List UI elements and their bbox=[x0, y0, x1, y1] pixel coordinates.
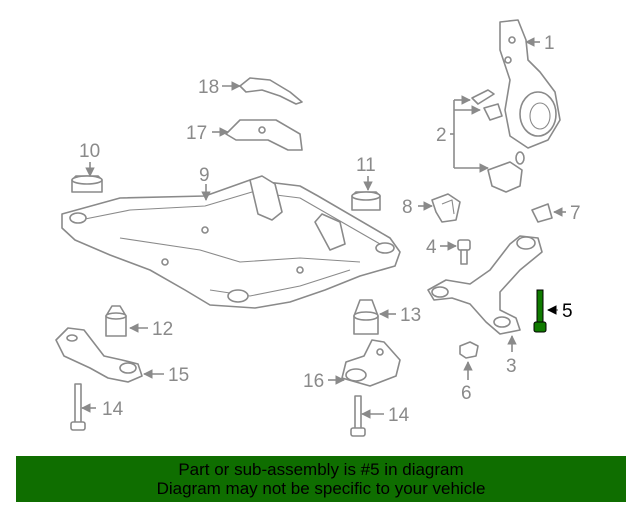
insulator-part-10 bbox=[71, 175, 103, 193]
callout-5: 5 bbox=[562, 301, 573, 322]
callout-14b: 14 bbox=[388, 405, 410, 426]
parts-diagram: 1 2 3 4 5 6 7 8 9 10 11 12 13 14 15 16 1… bbox=[55, 19, 581, 437]
mount-part-12 bbox=[105, 305, 127, 337]
bracket-part-15 bbox=[55, 327, 143, 383]
bolt-part-14b bbox=[350, 395, 366, 437]
callout-4: 4 bbox=[426, 237, 437, 258]
bracket-part-16 bbox=[341, 339, 401, 387]
callout-14a: 14 bbox=[102, 399, 124, 420]
callout-11: 11 bbox=[356, 155, 376, 176]
callout-10: 10 bbox=[79, 141, 100, 162]
callout-13: 13 bbox=[400, 305, 421, 326]
nut-part-6 bbox=[459, 341, 479, 359]
callout-16: 16 bbox=[303, 371, 324, 392]
bracket-part-18 bbox=[239, 77, 303, 105]
banner-line-1: Part or sub-assembly is #5 in diagram bbox=[178, 460, 464, 479]
callout-15: 15 bbox=[168, 365, 189, 386]
vehicle-fit-banner: Part or sub-assembly is #5 in diagram Di… bbox=[16, 456, 626, 502]
callout-7: 7 bbox=[570, 203, 581, 224]
callout-8: 8 bbox=[402, 197, 413, 218]
banner-line-2: Diagram may not be specific to your vehi… bbox=[156, 479, 486, 498]
bracket-part-17 bbox=[225, 119, 303, 151]
bolt-part-4 bbox=[457, 239, 471, 265]
callout-17: 17 bbox=[186, 123, 207, 144]
crossmember-part-9 bbox=[61, 175, 401, 309]
ball-joint-kit-part-2 bbox=[471, 89, 525, 193]
bolt-part-14a bbox=[70, 383, 86, 431]
callout-1: 1 bbox=[544, 33, 555, 54]
callout-9: 9 bbox=[199, 165, 210, 186]
lower-control-arm-part-3 bbox=[427, 235, 543, 335]
callout-3: 3 bbox=[506, 356, 517, 377]
callout-6: 6 bbox=[461, 383, 472, 404]
bushing-part-7 bbox=[531, 203, 553, 223]
steering-knuckle-part-1 bbox=[499, 19, 561, 149]
stabilizer-bushing-part-8 bbox=[431, 193, 461, 223]
mount-part-13 bbox=[353, 299, 379, 335]
leader-lines bbox=[81, 37, 566, 419]
bolt-part-5 bbox=[533, 289, 547, 333]
callout-12: 12 bbox=[152, 319, 173, 340]
callout-2: 2 bbox=[436, 125, 447, 146]
insulator-part-11 bbox=[351, 191, 381, 211]
callout-18: 18 bbox=[198, 77, 219, 98]
